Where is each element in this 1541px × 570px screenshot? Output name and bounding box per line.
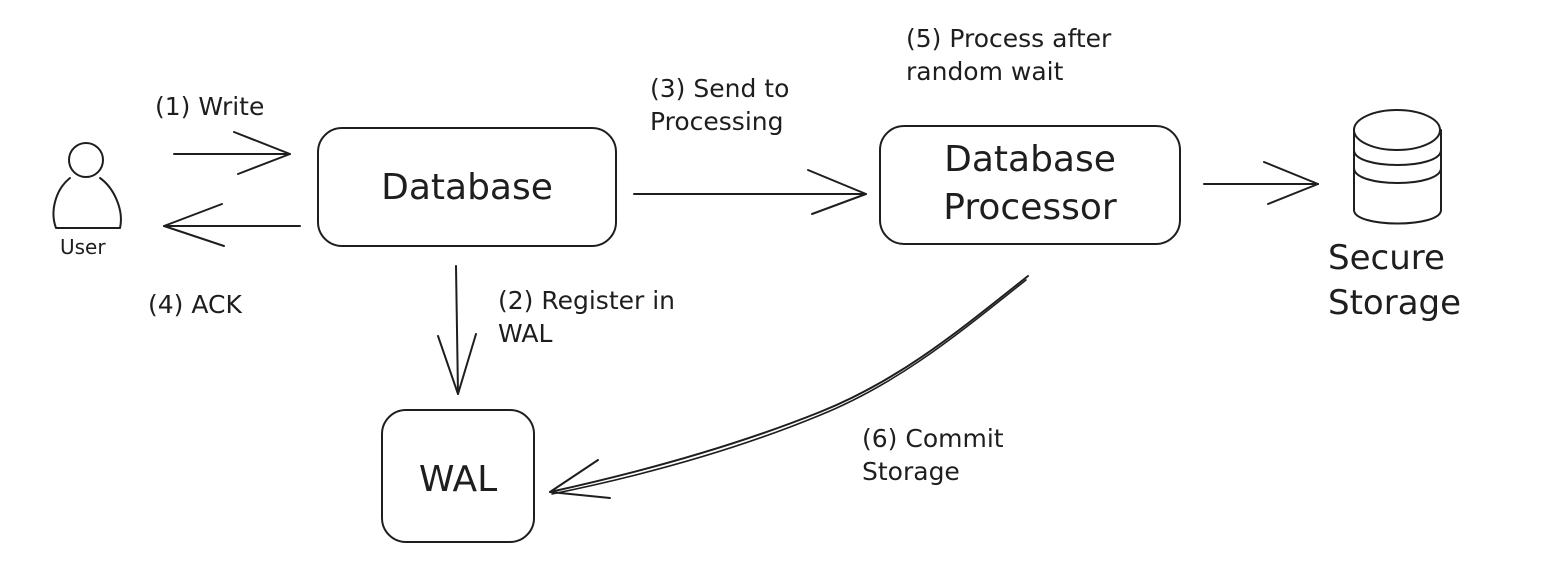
step-ack-label: (4) ACK (148, 290, 242, 319)
arrow-store (1203, 161, 1319, 205)
database-box (317, 127, 617, 247)
step-register-label: (2) Register in WAL (498, 286, 676, 348)
step-process-label: (5) Process after random wait (906, 24, 1112, 86)
arrow-ack (163, 203, 301, 247)
arrow-register (437, 265, 477, 395)
database-cylinder-icon (1353, 109, 1442, 225)
database-processor-label: Database Processor (943, 139, 1117, 228)
user-icon (52, 142, 122, 229)
wal-box (381, 409, 535, 543)
step-send-label: (3) Send to Processing (650, 74, 790, 136)
step-write-label: (1) Write (155, 92, 265, 121)
step-commit-label: (6) Commit Storage (862, 424, 1004, 486)
arrow-send (633, 169, 867, 215)
arrow-commit (549, 275, 1029, 499)
database-processor-box (879, 125, 1181, 245)
user-label: User (60, 235, 106, 259)
wal-label: WAL (418, 459, 498, 500)
arrow-write (173, 131, 291, 175)
database-label: Database (381, 167, 553, 208)
secure-storage-label: Secure Storage (1328, 238, 1462, 323)
